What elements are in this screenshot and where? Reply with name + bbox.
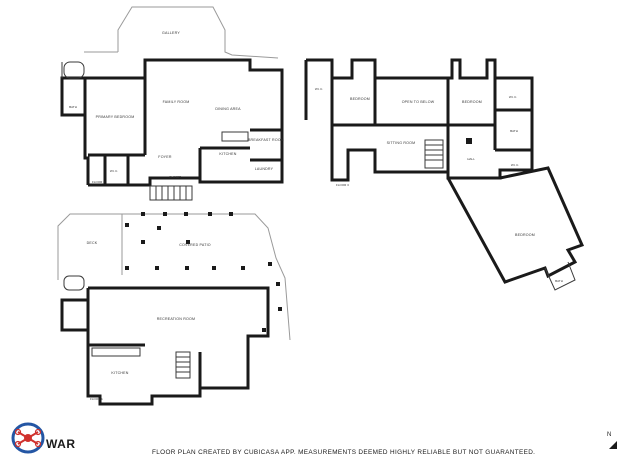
label-bedroom-3: BEDROOM	[515, 233, 535, 237]
label-bath-main: BATH	[69, 105, 77, 109]
label-gallery: GALLERY	[162, 31, 180, 35]
label-covered-patio: COVERED PATIO	[179, 243, 211, 247]
label-deck: DECK	[87, 241, 98, 245]
deck-outline	[57, 213, 291, 341]
floor-3-main-wall	[330, 58, 534, 182]
floor-2-exterior-wall	[83, 58, 284, 187]
label-wic-upper: W.I.C.	[315, 87, 323, 91]
label-family-room: FAMILY ROOM	[163, 100, 190, 104]
label-sitting-room: SITTING ROOM	[387, 141, 416, 145]
label-kitchen-lower: KITCHEN	[111, 371, 128, 375]
footer-disclaimer: FLOOR PLAN CREATED BY CUBICASA APP. MEAS…	[152, 449, 536, 456]
label-kitchen: KITCHEN	[219, 152, 236, 156]
label-laundry: LAUNDRY	[255, 167, 274, 171]
north-label: N	[607, 432, 612, 438]
floor-3-plan: W.I.C. BEDROOM OPEN TO BELOW BEDROOM W.I…	[304, 58, 585, 291]
label-bedroom-1: BEDROOM	[350, 97, 370, 101]
kitchen-counter	[91, 347, 141, 357]
floor-2-plan: GALLERY PRIMARY BEDROOM FAMILY ROOM DINI…	[60, 6, 284, 201]
label-recreation-room: RECREATION ROOM	[157, 317, 195, 321]
label-closet: CLOSET	[169, 175, 181, 179]
floor-2-bath-wall	[60, 76, 85, 117]
label-foyer: FOYER	[158, 155, 172, 159]
drone-logo-icon	[11, 422, 45, 454]
floor-3-stairs	[424, 139, 444, 169]
floor-1-plan: DECK COVERED PATIO RECREATION ROOM KITCH…	[57, 212, 291, 406]
logo-text: WAR	[46, 437, 76, 451]
label-primary-bedroom: PRIMARY BEDROOM	[96, 115, 135, 119]
floor-1-side-wall	[60, 298, 88, 332]
label-floor-1: FLOOR 1	[90, 397, 103, 401]
label-floor-3: FLOOR 3	[336, 183, 349, 187]
floor-1-stairs	[175, 351, 191, 379]
label-hall: HALL	[467, 157, 475, 161]
label-wic-main: W.I.C.	[110, 169, 118, 173]
chimney-block	[466, 138, 472, 144]
label-breakfast-room: BREAKFAST ROOM	[248, 138, 284, 142]
label-wic-upper-3: W.I.C.	[511, 163, 519, 167]
label-bath-wing: BATH	[555, 279, 563, 283]
floor-2-stairs	[149, 185, 193, 201]
patio-columns	[125, 212, 282, 332]
label-open-to-below: OPEN TO BELOW	[402, 100, 435, 104]
label-wic-upper-2: W.I.C.	[509, 95, 517, 99]
kitchen-island	[221, 131, 249, 142]
floor-1-tub-icon	[63, 275, 85, 291]
floor-3-wing-wall	[446, 166, 585, 284]
label-dining-area: DINING AREA	[215, 107, 241, 111]
label-bedroom-2: BEDROOM	[462, 100, 482, 104]
label-floor-2: FLOOR 2	[92, 180, 105, 184]
label-bath-upper: BATH	[510, 129, 518, 133]
north-arrow-icon	[609, 441, 617, 449]
wing-bath-wall	[544, 261, 576, 291]
gallery-outline	[117, 6, 279, 59]
bathtub-icon	[63, 61, 85, 79]
